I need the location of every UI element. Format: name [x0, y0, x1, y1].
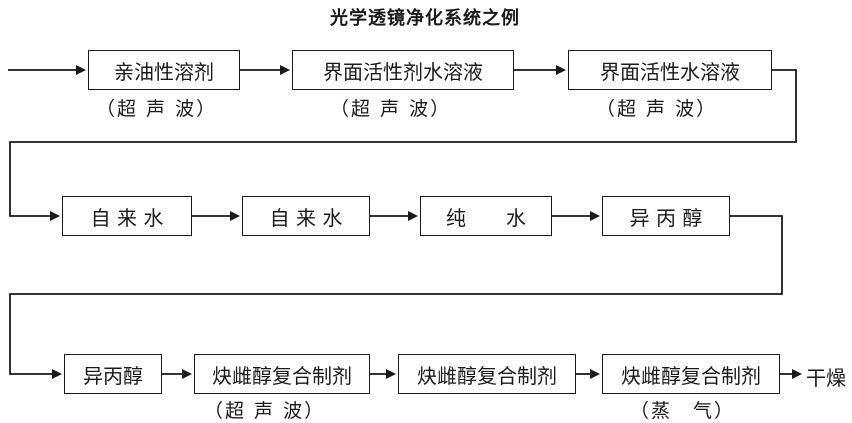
process-step-box: 炔雌醇复合制剂 — [194, 354, 370, 394]
process-step-label: 纯 水 — [446, 205, 526, 230]
process-step-label: 自 来 水 — [269, 205, 343, 230]
connector-line — [9, 215, 783, 375]
process-step-note: （蒸 气） — [630, 400, 736, 422]
process-step-note: （超 声 波） — [204, 400, 326, 422]
process-step-box: 异 丙 醇 — [602, 196, 730, 236]
process-step-box: 炔雌醇复合制剂 — [602, 354, 780, 394]
process-step-label: 炔雌醇复合制剂 — [417, 363, 557, 388]
end-label: 干燥 — [806, 366, 846, 390]
arrowhead — [590, 211, 600, 221]
arrowhead — [408, 211, 418, 221]
process-step-box: 亲油性溶剂 — [88, 50, 240, 90]
process-step-label: 炔雌醇复合制剂 — [621, 363, 761, 388]
process-step-box: 自 来 水 — [242, 196, 370, 236]
arrowhead — [230, 211, 240, 221]
process-step-label: 自 来 水 — [90, 205, 164, 230]
process-step-box: 异丙醇 — [64, 354, 162, 394]
process-step-box: 炔雌醇复合制剂 — [398, 354, 576, 394]
arrowhead — [792, 369, 802, 379]
process-step-box: 界面活性剂水溶液 — [292, 50, 514, 90]
process-step-note: （超 声 波） — [596, 98, 718, 120]
process-step-label: 亲油性溶剂 — [114, 59, 214, 84]
arrowhead — [556, 65, 566, 75]
connector-line — [9, 69, 797, 217]
process-step-note: （超 声 波） — [330, 98, 452, 120]
arrowhead — [50, 211, 60, 221]
process-step-label: 异 丙 醇 — [629, 205, 703, 230]
arrowhead — [76, 65, 86, 75]
process-step-box: 自 来 水 — [62, 196, 192, 236]
process-step-box: 纯 水 — [420, 196, 552, 236]
arrowhead — [52, 369, 62, 379]
arrowhead — [590, 369, 600, 379]
process-step-label: 炔雌醇复合制剂 — [212, 363, 352, 388]
process-step-label: 界面活性水溶液 — [600, 59, 740, 84]
process-step-label: 界面活性剂水溶液 — [323, 59, 483, 84]
process-step-box: 界面活性水溶液 — [568, 50, 772, 90]
process-step-label: 异丙醇 — [83, 363, 143, 388]
arrowhead — [386, 369, 396, 379]
arrowhead — [280, 65, 290, 75]
diagram-title: 光学透镜净化系统之例 — [330, 8, 520, 29]
arrowhead — [182, 369, 192, 379]
process-step-note: （超 声 波） — [96, 98, 218, 120]
